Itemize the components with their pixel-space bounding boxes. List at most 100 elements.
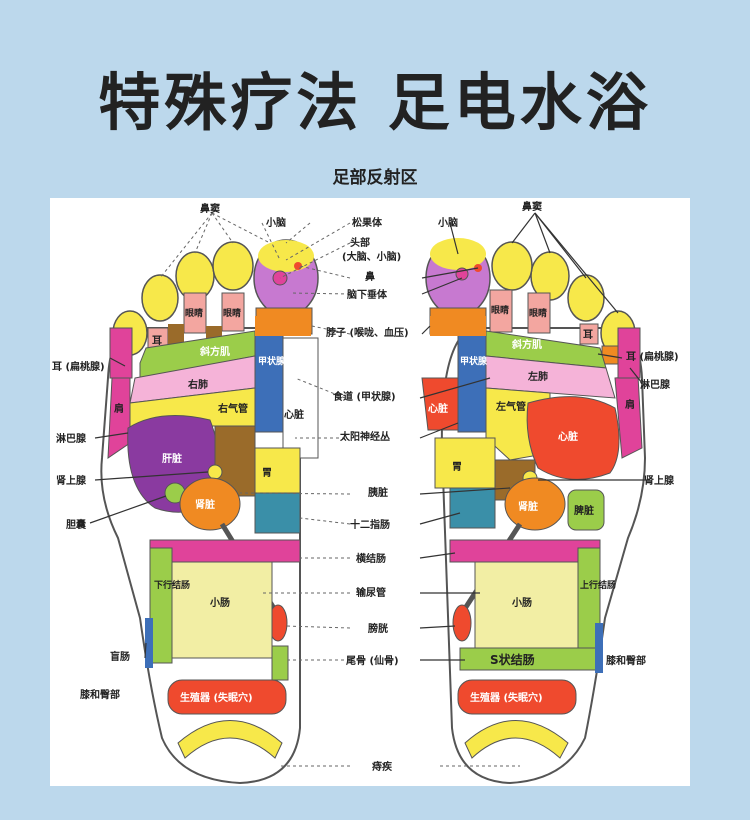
label-trapezius-right: 斜方肌 — [511, 338, 542, 351]
left-small-intestine — [171, 561, 273, 659]
label-heart-right-small: 心脏 — [428, 402, 448, 415]
page-title: 特殊疗法 足电水浴 — [98, 66, 652, 139]
label-spleen: 脾脏 — [574, 504, 594, 517]
label-neck: 脖子 (喉咙、血压) — [326, 326, 409, 339]
right-knee-zone — [595, 623, 603, 673]
left-heart-zone — [282, 337, 319, 459]
label-pancreas: 胰脏 — [368, 486, 388, 499]
left-lymph-zone — [109, 327, 133, 379]
label-right-bronchus: 右气管 — [217, 402, 248, 415]
left-big-toe-top — [258, 240, 314, 272]
right-toe-2 — [491, 241, 533, 291]
label-lymph-right: 淋巴腺 — [640, 378, 671, 391]
right-leader-lines — [419, 212, 650, 661]
left-thyroid-band — [254, 333, 284, 433]
label-nasal-sinus-right: 鼻窦 — [522, 200, 542, 213]
left-eye-cell-2 — [221, 292, 245, 332]
left-foot-illustration — [100, 239, 319, 785]
label-thyroid-left: 甲状腺 — [258, 355, 286, 367]
label-head: 头部 — [350, 236, 370, 249]
label-right-lung: 右肺 — [187, 378, 208, 391]
label-sigmoid: S状结肠 — [490, 652, 535, 667]
label-shoulder-left: 肩 — [114, 402, 124, 415]
left-toe-2 — [212, 241, 254, 291]
label-shoulder-right: 肩 — [625, 398, 635, 411]
left-toe-gap-1 — [168, 324, 184, 344]
label-transverse-colon: 横结肠 — [356, 552, 386, 565]
right-reproductive-zone — [457, 679, 577, 715]
right-spleen-zone — [567, 489, 605, 531]
right-heart-zone — [526, 396, 620, 480]
label-kidney-right: 肾脏 — [518, 500, 538, 513]
label-gallbladder: 胆囊 — [66, 518, 87, 531]
label-pituitary: 脑下垂体 — [347, 288, 388, 301]
right-eye-cell-2 — [527, 292, 551, 334]
label-head-sub: (大脑、小脑) — [342, 250, 401, 263]
label-liver: 肝脏 — [162, 452, 182, 465]
left-toe-4 — [141, 274, 179, 322]
label-trapezius-left: 斜方肌 — [199, 345, 230, 358]
right-heart-inner — [421, 377, 459, 431]
label-eye-2-left: 眼睛 — [223, 307, 241, 319]
label-bladder: 膀胱 — [367, 622, 388, 635]
label-ear-small-left: 耳 — [152, 335, 162, 347]
label-kidney-left: 肾脏 — [195, 498, 215, 511]
label-ear-small-right: 耳 — [583, 329, 593, 341]
right-duodenum-zone — [449, 487, 496, 529]
left-cecum-zone — [145, 618, 153, 668]
label-eye-1-left: 眼睛 — [185, 307, 203, 319]
right-toe-4 — [567, 274, 605, 322]
right-stomach-zone — [434, 437, 496, 489]
right-foot-illustration — [421, 238, 647, 785]
label-eye-2-right: 眼睛 — [529, 307, 547, 319]
diagram-labels: 鼻窦 小脑 松果体 小脑 鼻窦 头部 (大脑、小脑) 鼻 脑下垂体 脖子 (喉咙… — [52, 200, 679, 773]
label-nose: 鼻 — [365, 270, 375, 283]
label-ear-right: 耳 (扁桃腺) — [626, 350, 679, 363]
label-heart-left: 心脏 — [284, 408, 304, 421]
label-nasal-sinus-left: 鼻窦 — [200, 202, 220, 215]
label-esophagus: 食道 (甲状腺) — [332, 390, 396, 403]
left-duodenum-zone — [254, 492, 301, 534]
label-cerebellum-right: 小脑 — [437, 216, 458, 229]
label-adrenal-left: 肾上腺 — [56, 474, 87, 487]
left-neck-band — [255, 316, 311, 336]
label-ureter: 输尿管 — [356, 586, 386, 599]
label-descending-colon: 下行结肠 — [154, 579, 190, 591]
left-descending-colon — [149, 547, 173, 664]
label-eye-1-right: 眼睛 — [491, 304, 509, 316]
leader-lines — [159, 212, 520, 767]
left-shoulder-zone — [107, 372, 131, 459]
label-duodenum: 十二指肠 — [350, 518, 390, 531]
right-kidney-zone — [504, 477, 566, 531]
label-lymph-left: 淋巴腺 — [56, 432, 87, 445]
right-lymph-zone — [617, 327, 641, 379]
diagram-subtitle: 足部反射区 — [332, 168, 418, 188]
left-side-leader-lines — [89, 357, 209, 659]
label-coccyx: 尾骨 (仙骨) — [346, 654, 399, 667]
label-reproductive-left: 生殖器 (失眠穴) — [180, 691, 253, 704]
right-eye-cell-1 — [489, 289, 513, 333]
label-small-intestine-left: 小肠 — [209, 596, 230, 609]
foot-reflexology-panel: 鼻窦 小脑 松果体 小脑 鼻窦 头部 (大脑、小脑) 鼻 脑下垂体 脖子 (喉咙… — [50, 198, 690, 786]
label-reproductive-right: 生殖器 (失眠穴) — [470, 691, 543, 704]
label-left-lung: 左肺 — [527, 370, 548, 383]
right-small-intestine — [474, 561, 579, 659]
left-reproductive-zone — [167, 679, 287, 715]
label-adrenal-right: 肾上腺 — [644, 474, 675, 487]
label-stomach-right: 胃 — [452, 461, 462, 473]
label-thyroid-right: 甲状腺 — [460, 355, 488, 367]
right-bladder-zone — [452, 604, 472, 642]
label-hemorrhoid: 痔疾 — [372, 760, 393, 773]
label-left-bronchus: 左气管 — [495, 400, 526, 413]
label-small-intestine-right: 小肠 — [511, 596, 532, 609]
label-stomach-left: 胃 — [262, 467, 272, 479]
right-ear-cell — [579, 323, 599, 345]
label-ear-left: 耳 (扁桃腺) — [52, 360, 105, 373]
label-cecum: 盲肠 — [110, 650, 130, 663]
label-ascending-colon: 上行结肠 — [580, 579, 616, 591]
label-knee-left: 膝和臀部 — [80, 688, 120, 701]
label-heart-right: 心脏 — [558, 430, 578, 443]
left-kidney-zone — [179, 477, 241, 531]
left-heel-arc — [177, 720, 283, 759]
left-adrenal-zone — [207, 464, 223, 480]
